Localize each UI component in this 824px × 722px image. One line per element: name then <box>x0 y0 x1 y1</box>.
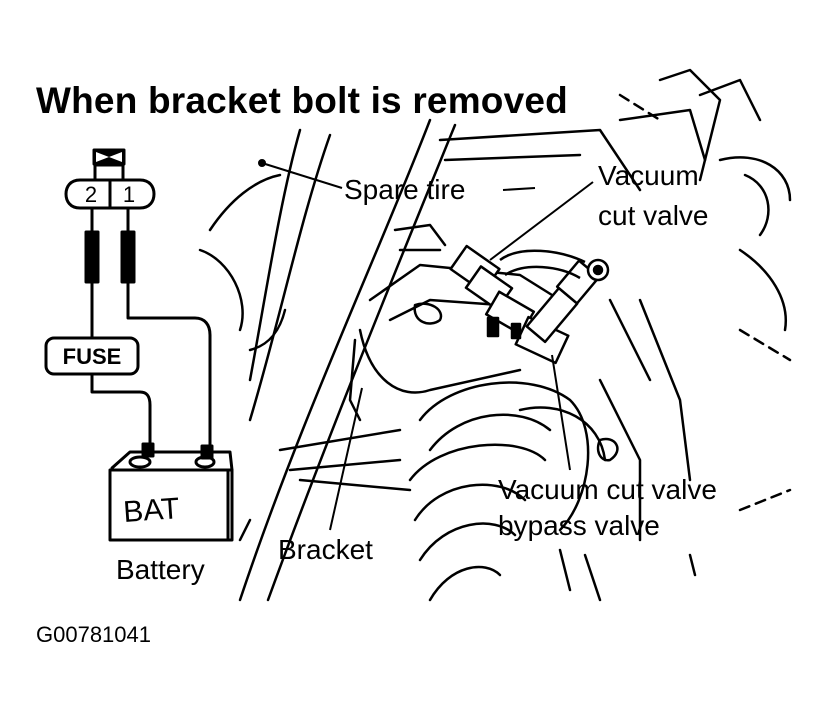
label-vacuum-cut-valve-line1: Vacuum <box>598 160 699 191</box>
wire-sleeve-left <box>84 230 100 284</box>
label-bracket: Bracket <box>278 534 373 565</box>
connector-pin-1: 1 <box>123 182 135 207</box>
connector-pin-2: 2 <box>85 182 97 207</box>
battery-icon <box>108 442 234 542</box>
battery-label: BAT <box>122 492 180 529</box>
leader-bypass-valve <box>551 354 571 471</box>
label-spare-tire: Spare tire <box>344 174 466 205</box>
wire-sleeve-right <box>120 230 136 284</box>
label-battery: Battery <box>116 554 205 585</box>
leader-vacuum-cut-valve <box>489 181 594 261</box>
label-bypass-valve-line1: Vacuum cut valve <box>498 474 717 505</box>
wiring-schematic <box>44 148 234 542</box>
vacuum-cut-valve-assembly <box>449 244 610 365</box>
leader-spare-tire-right <box>502 187 536 191</box>
engine-compartment-drawing <box>198 68 792 602</box>
leader-lines <box>258 159 594 531</box>
figure-title: When bracket bolt is removed <box>36 80 568 121</box>
leader-bracket <box>329 387 363 531</box>
label-vacuum-cut-valve-line2: cut valve <box>598 200 709 231</box>
label-bypass-valve-line2: bypass valve <box>498 510 660 541</box>
leader-spare-tire <box>261 162 343 189</box>
fuse-label: FUSE <box>63 344 122 369</box>
figure-code: G00781041 <box>36 622 151 647</box>
